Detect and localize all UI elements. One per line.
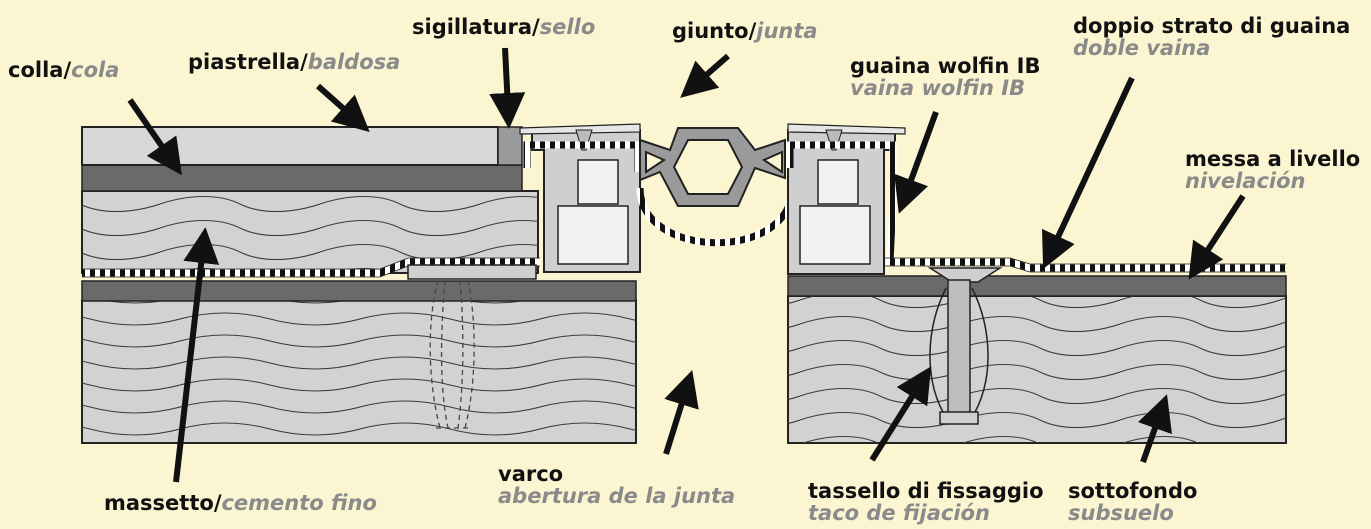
label-varco: varco abertura de la junta xyxy=(498,463,735,507)
label-sottofondo: sottofondo subsuelo xyxy=(1068,480,1197,524)
label-separator: / xyxy=(748,19,757,43)
label-separator: / xyxy=(532,15,540,39)
left-adhesive-layer xyxy=(81,164,523,192)
joint-membrane-loop xyxy=(636,187,796,247)
label-massetto-it: massetto xyxy=(104,491,214,515)
label-separator: / xyxy=(213,491,222,515)
joint-hexagon xyxy=(639,127,786,207)
label-separator: / xyxy=(63,58,72,82)
left-profile xyxy=(519,123,641,273)
label-doppio: doppio strato di guaina doble vaina xyxy=(1073,15,1350,59)
label-massetto-es: cemento fino xyxy=(221,491,377,515)
label-sigillatura-es: sello xyxy=(539,15,596,39)
left-membrane xyxy=(82,258,540,277)
label-doppio-it: doppio strato di guaina xyxy=(1073,14,1351,38)
label-varco-es: abertura de la junta xyxy=(498,484,736,508)
label-guaina: guaina wolfin IB vaina wolfin IB xyxy=(850,55,1040,99)
label-piastrella: piastrella/baldosa xyxy=(188,51,400,73)
label-messa-it: messa a livello xyxy=(1185,147,1361,171)
left-tile xyxy=(81,126,499,166)
label-piastrella-es: baldosa xyxy=(307,50,401,74)
left-profile-membrane xyxy=(523,141,642,172)
right-leveling-layer xyxy=(787,275,1287,297)
pointer-arrows xyxy=(127,47,1246,483)
label-guaina-es: vaina wolfin IB xyxy=(850,76,1026,100)
label-messa: messa a livello nivelación xyxy=(1185,148,1360,192)
label-tassello-it: tassello di fissaggio xyxy=(808,479,1044,503)
right-substrate xyxy=(787,295,1287,444)
label-piastrella-it: piastrella xyxy=(188,50,301,74)
right-dowel xyxy=(927,267,1003,425)
left-screed xyxy=(81,190,539,274)
label-giunto: giunto/junta xyxy=(672,20,818,42)
label-giunto-es: junta xyxy=(756,19,818,43)
label-tassello-es: taco de fijación xyxy=(808,501,990,525)
label-sigillatura-it: sigillatura xyxy=(412,15,533,39)
label-sottofondo-es: subsuelo xyxy=(1068,501,1174,525)
left-substrate xyxy=(81,299,637,444)
label-giunto-it: giunto xyxy=(672,19,749,43)
label-sottofondo-it: sottofondo xyxy=(1068,479,1198,503)
label-sigillatura: sigillatura/sello xyxy=(412,16,595,38)
label-massetto: massetto/cemento fino xyxy=(104,492,377,514)
right-membrane xyxy=(884,258,1286,272)
left-dowel-hidden xyxy=(429,279,475,429)
right-profile-membrane xyxy=(786,141,897,263)
label-colla-es: cola xyxy=(71,58,120,82)
label-varco-it: varco xyxy=(498,462,564,486)
label-tassello: tassello di fissaggio taco de fijación xyxy=(808,480,1044,524)
left-leveling-layer xyxy=(81,280,637,302)
right-profile xyxy=(787,123,906,275)
label-colla: colla/cola xyxy=(8,59,119,81)
label-separator: / xyxy=(300,50,308,74)
label-guaina-it: guaina wolfin IB xyxy=(850,54,1041,78)
label-colla-it: colla xyxy=(8,58,64,82)
label-messa-es: nivelación xyxy=(1185,169,1306,193)
left-sealant xyxy=(497,126,523,166)
label-doppio-es: doble vaina xyxy=(1073,36,1211,60)
